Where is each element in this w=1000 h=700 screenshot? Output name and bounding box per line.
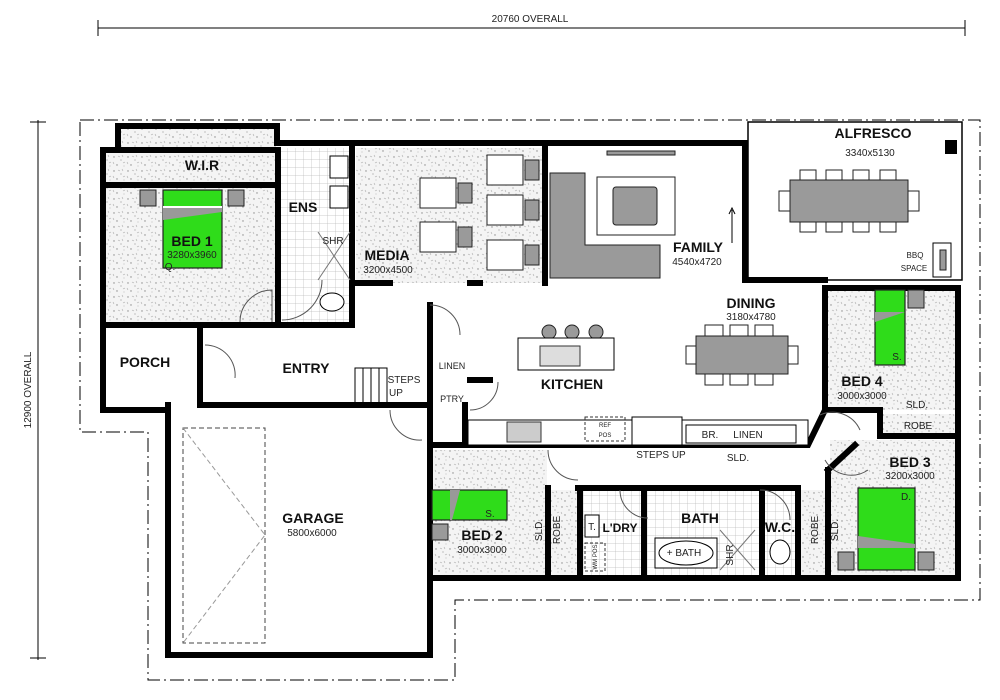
kitchen-label: KITCHEN bbox=[541, 376, 603, 392]
room-labels: W.I.R BED 1 3280x3960 Q. ENS SHR MEDIA 3… bbox=[120, 125, 935, 570]
steps-label: STEPS bbox=[388, 375, 421, 386]
family-sofa bbox=[549, 150, 736, 279]
bed3-sld-label: SLD. bbox=[830, 519, 841, 541]
bed3-size: 3200x3000 bbox=[885, 471, 935, 482]
bed4-bed-type: S. bbox=[892, 352, 901, 363]
pantry-label: PTRY bbox=[440, 394, 464, 404]
hall-steps-label: STEPS UP bbox=[636, 450, 686, 461]
br-label: BR. bbox=[702, 430, 719, 441]
garage-size: 5800x6000 bbox=[287, 528, 337, 539]
bed2-sld-label: SLD. bbox=[534, 519, 545, 541]
family-label: FAMILY bbox=[673, 239, 724, 255]
wc-label: W.C. bbox=[765, 519, 795, 535]
ens-label: ENS bbox=[289, 199, 318, 215]
hall-sld-label: SLD. bbox=[727, 453, 749, 464]
wir-label: W.I.R bbox=[185, 157, 219, 173]
overall-depth-dimension: 12900 OVERALL bbox=[23, 120, 46, 660]
bed2-bed-type: S. bbox=[485, 509, 494, 520]
dining-label: DINING bbox=[727, 295, 776, 311]
ref-label: REF bbox=[599, 423, 611, 429]
overall-depth-label: 12900 OVERALL bbox=[23, 351, 34, 428]
bed4-bed bbox=[874, 289, 925, 366]
bed4-label: BED 4 bbox=[841, 373, 882, 389]
door-swings bbox=[204, 279, 869, 521]
alfresco-label: ALFRESCO bbox=[835, 125, 912, 141]
bed2-size: 3000x3000 bbox=[457, 545, 507, 556]
entry-steps bbox=[354, 367, 388, 407]
bath-shower-label: SHR bbox=[725, 544, 736, 565]
ens-shower-label: SHR bbox=[322, 236, 343, 247]
linen-label: LINEN bbox=[439, 361, 466, 371]
entry-label: ENTRY bbox=[283, 360, 331, 376]
laundry-tub-label: T. bbox=[588, 522, 596, 533]
bathroom-fixtures bbox=[317, 155, 791, 572]
bed2-bed bbox=[431, 489, 508, 541]
bed2-robe-label: ROBE bbox=[552, 516, 563, 545]
overall-width-label: 20760 OVERALL bbox=[492, 14, 569, 25]
bed1-bed-type: Q. bbox=[165, 262, 176, 273]
bath-tub-label: + BATH bbox=[667, 548, 702, 559]
hall-linen-label: LINEN bbox=[733, 430, 762, 441]
alfresco-outline bbox=[747, 121, 963, 281]
laundry-label: L'DRY bbox=[602, 521, 637, 535]
bed4-robe-label: ROBE bbox=[904, 421, 933, 432]
bed2-label: BED 2 bbox=[461, 527, 502, 543]
steps-up-label: UP bbox=[389, 388, 403, 399]
bed4-size: 3000x3000 bbox=[837, 391, 887, 402]
bed1-size: 3280x3960 bbox=[167, 250, 217, 261]
porch-label: PORCH bbox=[120, 354, 171, 370]
media-label: MEDIA bbox=[364, 247, 409, 263]
bed3-bed-type: D. bbox=[901, 492, 911, 503]
bbq-space-label: SPACE bbox=[901, 264, 928, 273]
bed4-sld-label: SLD. bbox=[906, 400, 928, 411]
wm-pos-label: WM POS bbox=[593, 545, 599, 570]
bath-label: BATH bbox=[681, 510, 719, 526]
bed3-label: BED 3 bbox=[889, 454, 930, 470]
site-boundary bbox=[79, 119, 981, 681]
alfresco-size: 3340x5130 bbox=[845, 148, 895, 159]
alfresco-table bbox=[778, 169, 952, 278]
media-seating bbox=[419, 154, 540, 271]
bed3-robe-label: ROBE bbox=[810, 516, 821, 545]
family-size: 4540x4720 bbox=[672, 257, 722, 268]
garage-label: GARAGE bbox=[282, 510, 343, 526]
kitchen-island: REF POS bbox=[467, 324, 809, 446]
pos-label: POS bbox=[599, 433, 612, 439]
dining-size: 3180x4780 bbox=[726, 312, 776, 323]
overall-width-dimension: 20760 OVERALL bbox=[97, 14, 966, 36]
media-size: 3200x4500 bbox=[363, 265, 413, 276]
bed1-bed bbox=[139, 189, 245, 269]
dining-table bbox=[685, 324, 799, 386]
bed1-label: BED 1 bbox=[171, 233, 212, 249]
bed3-bed bbox=[837, 487, 935, 571]
bbq-label: BBQ bbox=[907, 251, 924, 260]
